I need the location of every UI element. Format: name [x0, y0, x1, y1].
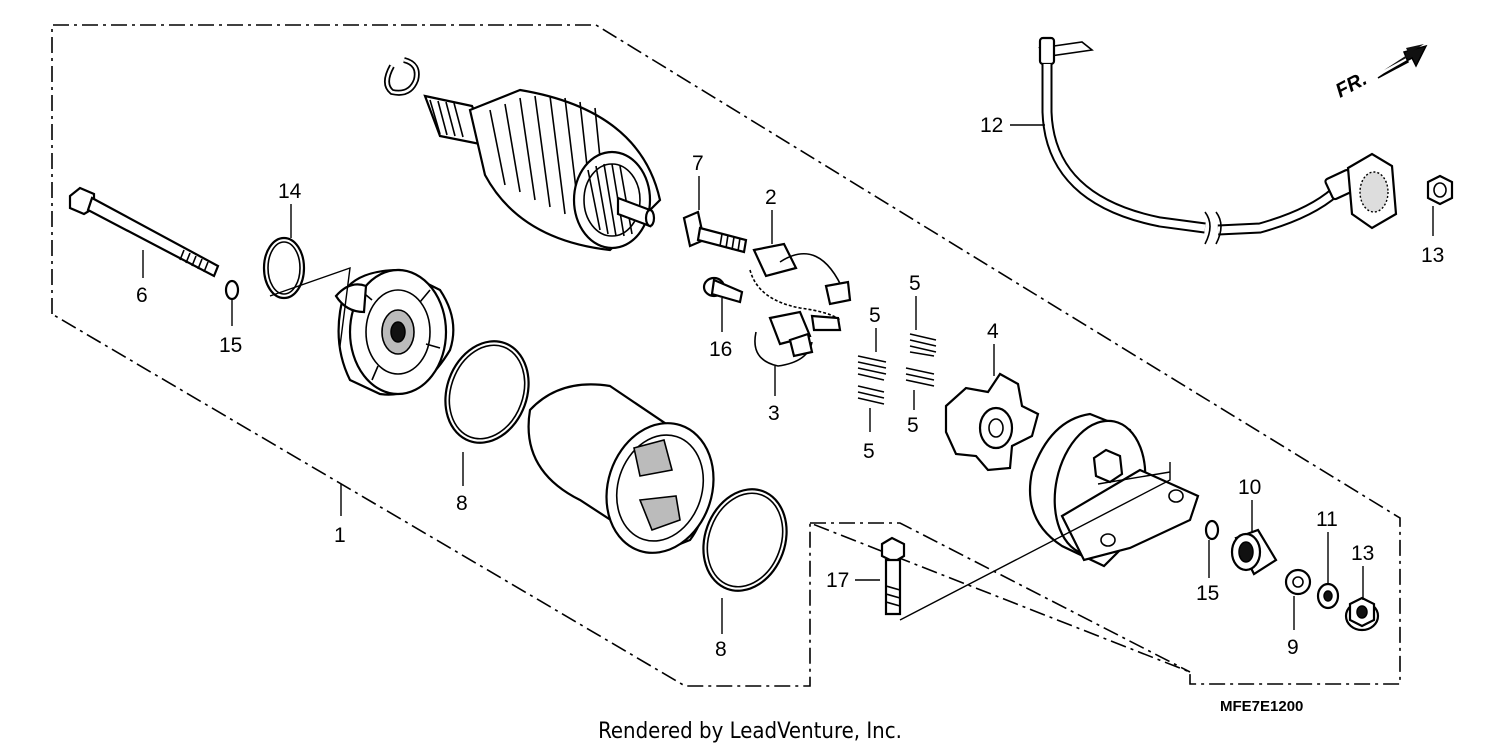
callout-5b: 5 [909, 272, 921, 295]
sub-assembly-boundary [810, 522, 1191, 673]
callout-13b: 13 [1351, 542, 1374, 565]
callout-5d: 5 [907, 414, 919, 437]
callout-17: 17 [826, 569, 849, 592]
o-ring-part-lower [702, 488, 788, 592]
o-ring-part [444, 340, 530, 444]
flange-nut-part-lower [1344, 596, 1380, 632]
brush-holder-part [749, 242, 852, 321]
callout-11: 11 [1316, 508, 1338, 531]
callout-15b: 15 [1196, 582, 1219, 605]
callout-8b: 8 [715, 638, 727, 661]
callout-15a: 15 [219, 334, 242, 357]
terminal-bolt-part [682, 210, 748, 254]
callout-4: 4 [987, 320, 999, 343]
front-direction-label: FR. [1332, 68, 1371, 103]
plain-washer-part [1316, 582, 1340, 610]
flange-nut-part [1426, 174, 1454, 206]
washer-part-lower [1204, 519, 1220, 541]
callout-10: 10 [1238, 476, 1261, 499]
callout-8a: 8 [456, 492, 468, 515]
snap-ring-part [384, 57, 420, 96]
callout-16: 16 [709, 338, 732, 361]
washer-part [224, 279, 240, 301]
callout-13a: 13 [1421, 244, 1444, 267]
credit-text: Rendered by LeadVenture, Inc. [598, 719, 902, 744]
callout-14: 14 [278, 180, 302, 203]
rear-cover-part [1028, 412, 1200, 568]
front-direction-arrow-icon [1377, 44, 1428, 79]
armature-part [423, 88, 662, 252]
commutator-holder-part [944, 372, 1040, 472]
callout-5c: 5 [863, 440, 875, 463]
callout-12: 12 [980, 114, 1003, 137]
brush-spring-part [857, 333, 937, 405]
callout-3: 3 [768, 402, 780, 425]
callout-2: 2 [765, 186, 777, 209]
insulator-part [1230, 528, 1278, 576]
assembly-boundary [51, 24, 1401, 687]
brush-plate-part [754, 310, 842, 367]
motor-case-part [527, 383, 715, 554]
diagram-code: MFE7E1200 [1220, 698, 1303, 715]
terminal-washer-part [1284, 568, 1312, 596]
callout-6: 6 [136, 284, 148, 307]
front-cover-part [262, 236, 455, 396]
brush-screw-part [702, 276, 744, 304]
leader-lines [142, 124, 1434, 634]
callout-9: 9 [1287, 636, 1299, 659]
callout-7: 7 [692, 152, 704, 175]
ground-cable-part [1038, 36, 1398, 245]
mounting-bolt-part [880, 536, 906, 616]
through-bolt-part [68, 186, 220, 278]
callout-1: 1 [334, 524, 346, 547]
callout-5a: 5 [869, 304, 881, 327]
